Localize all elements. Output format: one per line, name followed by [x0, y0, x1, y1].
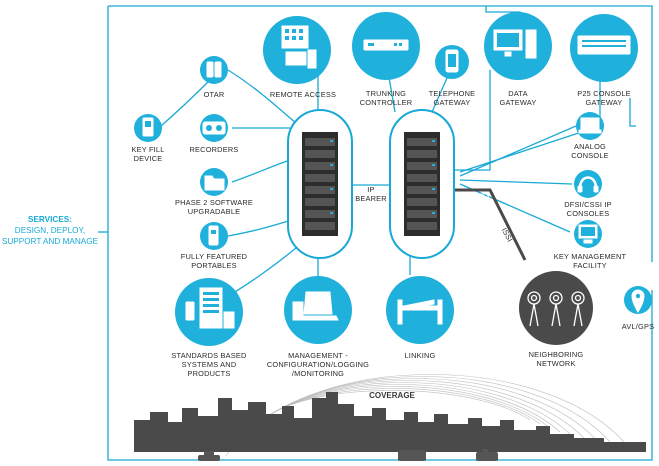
data-gateway-node: DATA GATEWAY: [484, 12, 552, 107]
linking-label: LINKING: [405, 351, 436, 360]
portables-label-2: PORTABLES: [191, 261, 236, 270]
management-label-1: MANAGEMENT -: [288, 351, 348, 360]
radio-icon: [214, 61, 222, 78]
neighboring-network-node: NEIGHBORING NETWORK: [519, 271, 593, 368]
data-gateway-label-2: GATEWAY: [500, 98, 537, 107]
services-line-1: DESIGN, DEPLOY,: [15, 226, 85, 235]
portables-label-1: FULLY FEATURED: [181, 252, 247, 261]
trunking-node: TRUNKING CONTROLLER: [352, 12, 420, 107]
analog-label-1: ANALOG: [574, 142, 606, 151]
remote-access-node: REMOTE ACCESS: [263, 16, 336, 99]
p25-console-node: P25 CONSOLE GATEWAY: [570, 14, 638, 107]
analog-label-2: CONSOLE: [571, 151, 609, 160]
tower-pc-icon: [525, 29, 537, 59]
location-pin-icon: [631, 289, 645, 313]
base-station-icon: [223, 311, 235, 329]
telephone-node: TELEPHONE GATEWAY: [429, 45, 476, 107]
standards-label-3: PRODUCTS: [187, 369, 230, 378]
otar-node: OTAR: [200, 56, 228, 99]
dfsi-console-node: DFSI/CSSI IP CONSOLES: [564, 170, 612, 218]
analog-console-node: ANALOG CONSOLE: [571, 112, 609, 160]
recorders-node: RECORDERS: [189, 114, 238, 154]
portable-radio-icon: [208, 225, 219, 246]
laptop-icon: [303, 291, 333, 315]
trunking-label-2: CONTROLLER: [360, 98, 413, 107]
tower-pc-icon: [307, 49, 317, 69]
otar-label: OTAR: [204, 90, 225, 99]
folder-icon: [204, 175, 225, 191]
ip-bearer-label-1: IP: [367, 185, 374, 194]
headset-icon: [578, 176, 598, 189]
key-fill-node: KEY FILL DEVICE: [131, 114, 164, 163]
p25-label-1: P25 CONSOLE: [577, 89, 631, 98]
standards-node: STANDARDS BASED SYSTEMS AND PRODUCTS: [171, 278, 246, 378]
dfsi-label-2: CONSOLES: [567, 209, 610, 218]
remote-access-label: REMOTE ACCESS: [270, 90, 336, 99]
standards-label-1: STANDARDS BASED: [171, 351, 246, 360]
recorders-label: RECORDERS: [189, 145, 238, 154]
car-icon: [198, 451, 220, 461]
trunking-label-1: TRUNKING: [366, 89, 406, 98]
services-title: SERVICES:: [28, 215, 72, 224]
radio-icon: [206, 61, 214, 78]
ip-bearer-label-2: BEARER: [355, 194, 387, 203]
key-management-node: KEY MANAGEMENT FACILITY: [554, 220, 627, 270]
avl-node: AVL/GPS: [622, 286, 654, 331]
neighboring-label-1: NEIGHBORING: [529, 350, 584, 359]
phase2-label-2: UPGRADABLE: [188, 207, 241, 216]
key-fill-label-1: KEY FILL: [131, 145, 164, 154]
telephone-label-2: GATEWAY: [434, 98, 471, 107]
services-line-2: SUPPORT AND MANAGE: [2, 237, 99, 246]
linking-node: LINKING: [386, 276, 454, 360]
radio-icon: [185, 301, 195, 321]
tower-icon: [527, 291, 585, 327]
key-fill-label-2: DEVICE: [134, 154, 163, 163]
dfsi-label-1: DFSI/CSSI IP: [564, 200, 612, 209]
telephone-label-1: TELEPHONE: [429, 89, 476, 98]
avl-label: AVL/GPS: [622, 322, 654, 331]
documents-icon: [292, 301, 304, 321]
management-label-2: CONFIGURATION/LOGGING: [267, 360, 369, 369]
city-skyline: [134, 392, 646, 452]
portables-node: FULLY FEATURED PORTABLES: [181, 222, 247, 270]
management-label-3: /MONITORING: [292, 369, 344, 378]
phase2-node: PHASE 2 SOFTWARE UPGRADABLE: [175, 168, 253, 216]
phase2-label-1: PHASE 2 SOFTWARE: [175, 198, 253, 207]
laptop-icon: [580, 117, 600, 130]
controller-icon: [363, 39, 409, 51]
recorder-icon: [202, 121, 226, 135]
keymgmt-label-2: FACILITY: [573, 261, 607, 270]
issi-label: ISSI: [500, 226, 515, 243]
neighboring-label-2: NETWORK: [536, 359, 575, 368]
monitor-icon: [285, 51, 307, 66]
keymgmt-label-1: KEY MANAGEMENT: [554, 252, 627, 261]
p25-label-2: GATEWAY: [586, 98, 623, 107]
van-icon: [398, 450, 426, 461]
rack-left: [287, 109, 353, 259]
data-gateway-label-1: DATA: [508, 89, 527, 98]
coverage-label: COVERAGE: [369, 391, 415, 400]
standards-label-2: SYSTEMS AND: [182, 360, 237, 369]
management-node: MANAGEMENT - CONFIGURATION/LOGGING /MONI…: [267, 276, 369, 378]
ambulance-icon: [476, 449, 498, 461]
services-bracket: [107, 5, 653, 461]
rack-right: [389, 109, 455, 259]
